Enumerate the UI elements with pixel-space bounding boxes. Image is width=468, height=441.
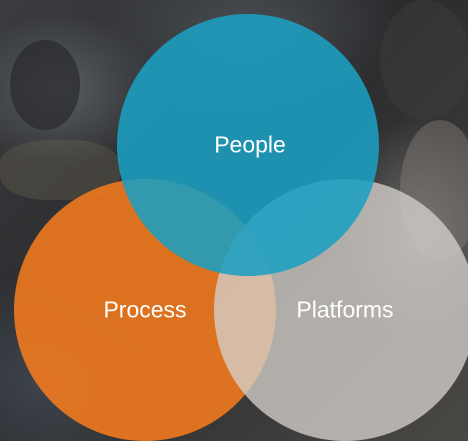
background-photo-shape: [380, 0, 468, 120]
background-photo-shape: [10, 40, 80, 130]
people-label: People: [214, 131, 286, 158]
people-circle: [117, 14, 379, 276]
process-label: Process: [103, 296, 187, 323]
platforms-label: Platforms: [296, 296, 394, 323]
